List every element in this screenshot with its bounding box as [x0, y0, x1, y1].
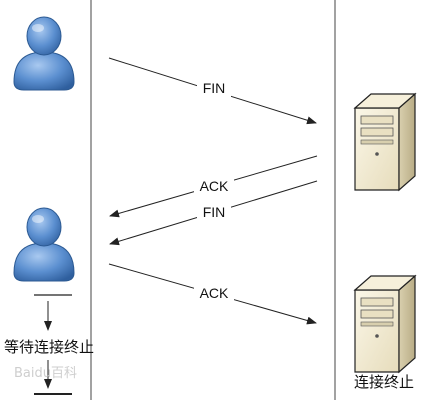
user-icon [13, 207, 75, 282]
server-end-label: 连接终止 [354, 373, 414, 391]
server-icon [353, 274, 417, 374]
server-icon [353, 92, 417, 192]
message-label: ACK [200, 178, 229, 194]
user-icon [13, 16, 75, 91]
message-label: FIN [203, 204, 226, 220]
message-label: ACK [200, 285, 229, 301]
message-label: FIN [203, 80, 226, 96]
watermark: Baidu百科 [14, 366, 77, 381]
client-wait-label: 等待连接终止 [4, 338, 94, 356]
